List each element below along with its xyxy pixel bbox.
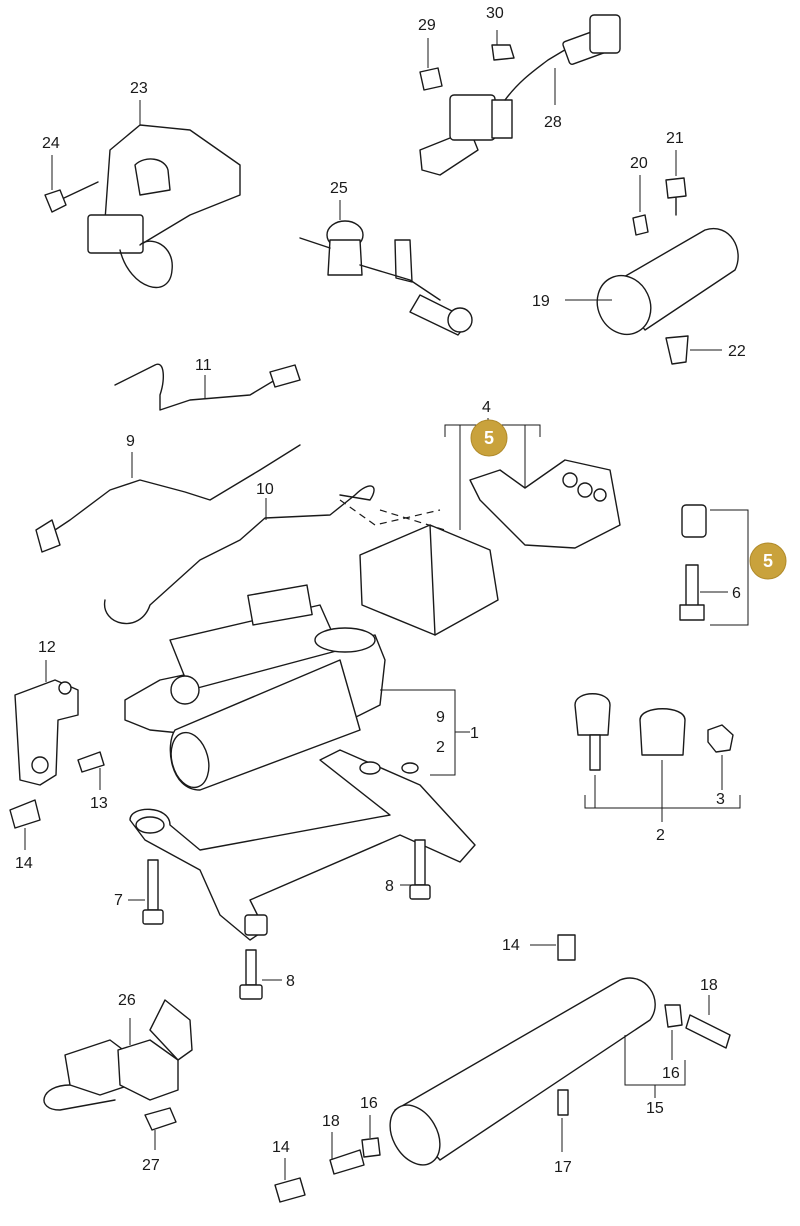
leader-lines bbox=[24, 30, 749, 1180]
callout-14c: 14 bbox=[272, 1139, 290, 1156]
callout-15: 15 bbox=[646, 1100, 664, 1117]
callout-22: 22 bbox=[728, 343, 746, 360]
callout-14b: 14 bbox=[502, 937, 520, 954]
callout-7: 7 bbox=[114, 892, 123, 909]
part-bolts-center bbox=[142, 839, 431, 1000]
callout-3: 3 bbox=[716, 791, 725, 808]
part-sensor-cable bbox=[419, 14, 621, 176]
part-reservoir bbox=[596, 177, 739, 365]
callout-12: 12 bbox=[38, 639, 56, 656]
callout-11: 11 bbox=[195, 357, 212, 374]
callout-9b: 9 bbox=[436, 709, 445, 726]
callout-18b: 18 bbox=[322, 1113, 340, 1130]
callout-17: 17 bbox=[554, 1159, 572, 1176]
part-compressor bbox=[124, 584, 386, 791]
callout-4: 4 bbox=[482, 399, 491, 416]
callout-9a: 9 bbox=[126, 433, 135, 450]
callout-2b: 2 bbox=[656, 827, 665, 844]
part-air-lines bbox=[35, 363, 441, 625]
callout-30: 30 bbox=[486, 5, 504, 22]
callout-21: 21 bbox=[666, 130, 684, 147]
badge-5-right[interactable]: 5 bbox=[749, 542, 787, 580]
callout-19: 19 bbox=[532, 293, 550, 310]
callout-29: 29 bbox=[418, 17, 436, 34]
callout-23: 23 bbox=[130, 80, 148, 97]
part-left-bracket bbox=[9, 679, 105, 829]
part-subframe bbox=[129, 749, 476, 941]
callout-10: 10 bbox=[256, 481, 274, 498]
part-valve-block bbox=[359, 459, 621, 636]
part-bolt-sleeve bbox=[679, 504, 707, 621]
callout-28: 28 bbox=[544, 114, 562, 131]
callout-18a: 18 bbox=[700, 977, 718, 994]
part-mounts-right bbox=[574, 693, 734, 771]
callout-8b: 8 bbox=[286, 973, 295, 990]
callout-labels: 29 30 28 23 24 25 20 21 19 22 11 9 10 4 … bbox=[15, 5, 746, 1176]
callout-6: 6 bbox=[732, 585, 741, 602]
callout-1: 1 bbox=[470, 725, 479, 742]
part-long-reservoir bbox=[274, 934, 731, 1203]
part-connector-bottom bbox=[43, 999, 193, 1131]
callout-14a: 14 bbox=[15, 855, 33, 872]
badge-5-top-label: 5 bbox=[484, 428, 494, 448]
callout-27: 27 bbox=[142, 1157, 160, 1174]
callout-16a: 16 bbox=[662, 1065, 680, 1082]
callout-16b: 16 bbox=[360, 1095, 378, 1112]
callout-24: 24 bbox=[42, 135, 60, 152]
part-valve-hose bbox=[299, 220, 473, 336]
callout-20: 20 bbox=[630, 155, 648, 172]
badge-5-right-label: 5 bbox=[763, 551, 773, 571]
callout-25: 25 bbox=[330, 180, 348, 197]
badge-5-top[interactable]: 5 bbox=[470, 419, 508, 457]
callout-8a: 8 bbox=[385, 878, 394, 895]
part-bracket-connector bbox=[44, 124, 241, 289]
callout-13: 13 bbox=[90, 795, 108, 812]
callout-2a: 2 bbox=[436, 739, 445, 756]
callout-26: 26 bbox=[118, 992, 136, 1009]
